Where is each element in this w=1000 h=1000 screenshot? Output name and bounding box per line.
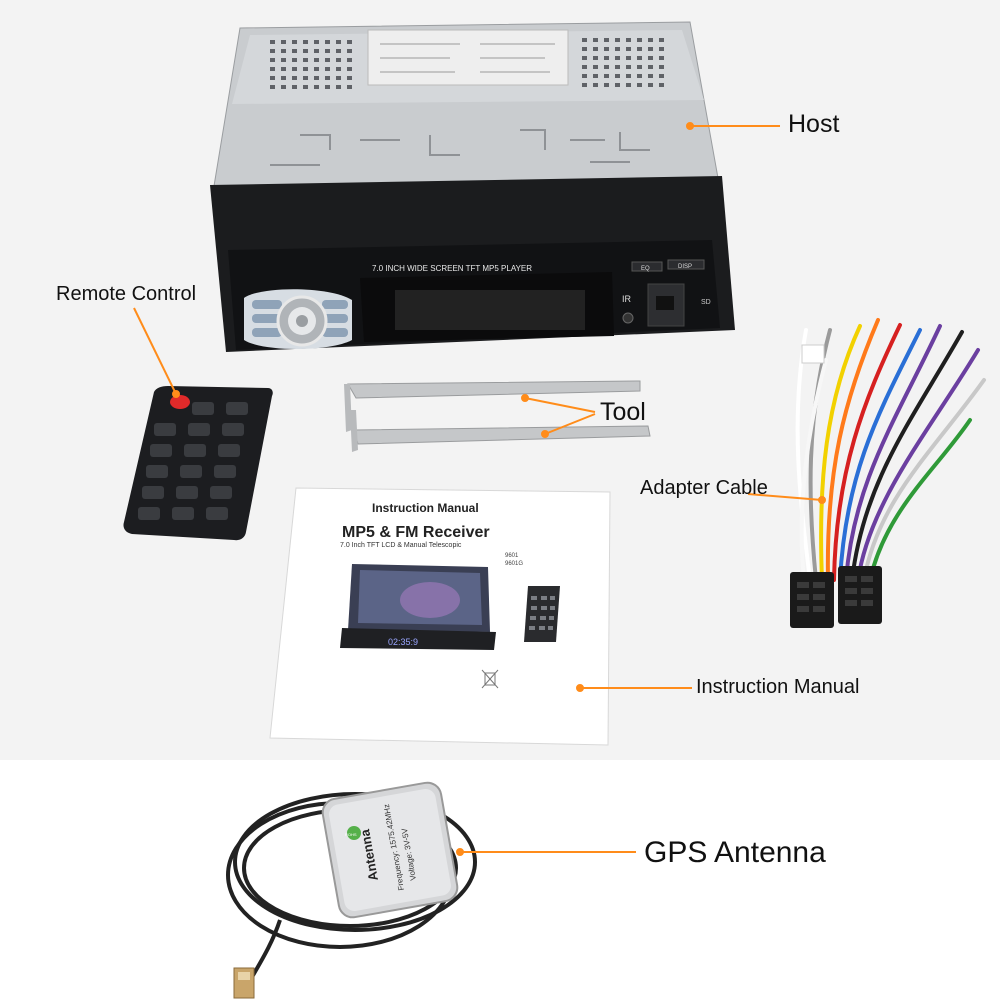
rohs-badge-label: ROHS [345,832,357,837]
gps-antenna-panel [0,760,1000,1000]
instruction-manual: Instruction Manual MP5 & FM Receiver 7.0… [269,487,611,746]
eq-button [631,261,663,272]
recycle-bin-icon [481,669,499,689]
manual-remote-image [524,586,560,642]
host-unit: 7.0 INCH WIDE SCREEN TFT MP5 PLAYER EQ D… [210,21,735,352]
disp-label: DISP [678,264,692,270]
eq-label: EQ [641,266,650,272]
sd-label: SD [701,299,711,306]
label-gps-antenna: GPS Antenna [644,836,826,869]
adapter-connectors [790,344,882,628]
manual-title: MP5 & FM Receiver [342,524,490,541]
remote-control [123,386,273,541]
manual-model-1: 9601 [505,553,519,559]
label-host: Host [788,110,840,138]
manual-screen-readout: 02:35:9 [388,637,418,647]
removal-tools [344,380,651,452]
ir-label: IR [622,294,632,304]
adapter-cable [795,318,986,582]
label-tool: Tool [600,398,646,426]
leader-lines [133,122,826,856]
rohs-badge [347,826,361,840]
manual-model-2: 9601G [505,561,523,567]
front-panel-text: 7.0 INCH WIDE SCREEN TFT MP5 PLAYER [372,264,532,273]
manual-subtitle: 7.0 Inch TFT LCD & Manual Telescopic [340,542,462,549]
manual-header: Instruction Manual [372,501,479,515]
label-instruction-manual: Instruction Manual [696,676,860,698]
remote-power-button [170,395,190,409]
gps-antenna: ROHS Antenna Frequency: 1575.42MHz Volta… [226,781,477,999]
aux-jack [622,312,634,324]
disp-button [667,259,705,270]
cable-tag [801,344,825,364]
label-remote-control: Remote Control [56,283,197,305]
label-adapter-cable: Adapter Cable [640,477,768,499]
